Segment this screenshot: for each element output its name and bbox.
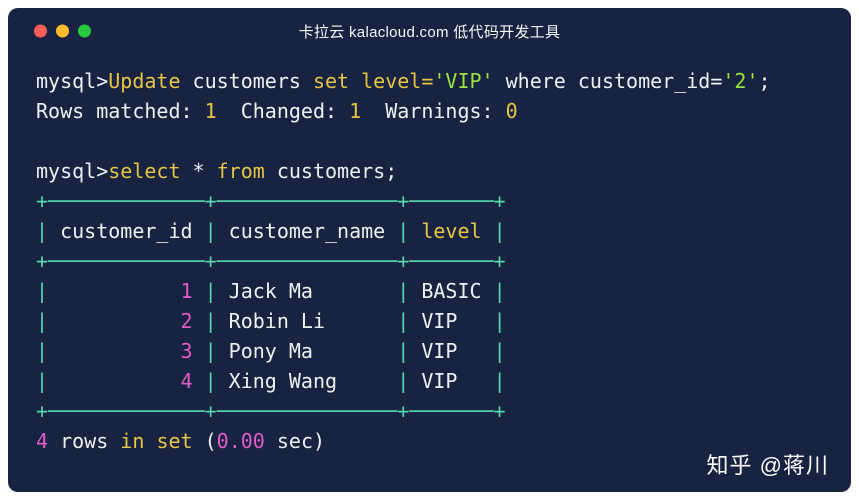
text-segment: | <box>36 219 61 243</box>
table-border: +─────────────+───────────────+───────+ <box>36 246 851 276</box>
text-segment: Pony Ma <box>216 339 398 363</box>
text-segment: 0.00 <box>216 429 265 453</box>
text-segment: level <box>421 219 482 243</box>
text-segment: rows <box>48 429 121 453</box>
blank-line <box>36 126 851 156</box>
text-segment: | <box>204 339 217 363</box>
text-segment: +─────────────+───────────────+───────+ <box>36 399 506 423</box>
text-segment: | <box>192 219 229 243</box>
text-segment: +─────────────+───────────────+───────+ <box>36 249 506 273</box>
text-segment: Changed: <box>216 99 350 123</box>
close-button[interactable] <box>34 24 47 38</box>
text-segment: 1 <box>349 99 362 123</box>
update-status-line: Rows matched: 1 Changed: 1 Warnings: 0 <box>36 96 851 126</box>
text-segment: VIP <box>409 309 494 333</box>
text-segment <box>193 309 205 333</box>
text-segment: Rows matched: <box>36 99 205 123</box>
text-segment <box>193 339 205 363</box>
text-segment: +─────────────+───────────────+───────+ <box>36 189 506 213</box>
text-segment: | <box>204 309 217 333</box>
text-segment: Jack Ma <box>216 279 398 303</box>
text-segment: mysql> <box>36 69 109 93</box>
table-row: | 2 | Robin Li | VIP | <box>36 306 851 336</box>
text-segment: Update <box>108 69 181 93</box>
text-segment: | <box>493 309 506 333</box>
window-title: 卡拉云 kalacloud.com 低代码开发工具 <box>298 23 561 41</box>
text-segment: 2 <box>48 309 193 333</box>
text-segment: | <box>397 309 410 333</box>
text-segment: customers; <box>264 159 398 183</box>
command-select: mysql>select * from customers; <box>36 156 851 186</box>
text-segment: | <box>397 369 410 393</box>
table-row: | 4 | Xing Wang | VIP | <box>36 366 851 396</box>
text-segment: where customer_id= <box>493 69 723 93</box>
text-segment: 'VIP' <box>433 69 494 93</box>
text-segment <box>144 429 156 453</box>
text-segment: customers <box>180 69 313 93</box>
text-segment: Xing Wang <box>216 369 398 393</box>
text-segment: ; <box>758 69 771 93</box>
text-segment: VIP <box>409 369 494 393</box>
text-segment: select <box>108 159 181 183</box>
text-segment: 1 <box>48 279 193 303</box>
text-segment: | <box>36 369 49 393</box>
text-segment: | <box>204 369 217 393</box>
text-segment: Robin Li <box>216 309 398 333</box>
table-border: +─────────────+───────────────+───────+ <box>36 186 851 216</box>
text-segment: 0 <box>505 99 518 123</box>
text-segment: BASIC <box>409 279 494 303</box>
text-segment: 4 <box>36 429 49 453</box>
command-update: mysql>Update customers set level='VIP' w… <box>36 66 851 96</box>
text-segment: | <box>397 339 410 363</box>
traffic-lights <box>34 24 91 38</box>
text-segment: VIP <box>409 339 494 363</box>
title-bar: 卡拉云 kalacloud.com 低代码开发工具 <box>8 8 851 54</box>
minimize-button[interactable] <box>56 24 69 38</box>
maximize-button[interactable] <box>78 24 91 38</box>
text-segment: | <box>36 279 49 303</box>
text-segment: | <box>204 279 217 303</box>
text-segment: | <box>493 339 506 363</box>
table-row: | 1 | Jack Ma | BASIC | <box>36 276 851 306</box>
text-segment: sec) <box>264 429 326 453</box>
text-segment: | <box>481 219 506 243</box>
terminal-window: 卡拉云 kalacloud.com 低代码开发工具 mysql>Update c… <box>8 8 851 492</box>
text-segment: in <box>120 429 145 453</box>
text-segment: | <box>36 309 49 333</box>
text-segment: * <box>180 159 217 183</box>
text-segment: Warnings: <box>361 99 506 123</box>
text-segment: 3 <box>48 339 193 363</box>
text-segment: customer_name <box>228 219 386 243</box>
rows-summary: 4 rows in set (0.00 sec) <box>36 426 851 456</box>
text-segment: from <box>216 159 265 183</box>
table-header: | customer_id | customer_name | level | <box>36 216 851 246</box>
text-segment: set <box>156 429 193 453</box>
text-segment: '2' <box>722 69 759 93</box>
text-segment <box>193 369 205 393</box>
text-segment: 4 <box>48 369 193 393</box>
text-segment: | <box>397 279 410 303</box>
terminal-output[interactable]: mysql>Update customers set level='VIP' w… <box>8 54 851 456</box>
text-segment: mysql> <box>36 159 109 183</box>
text-segment <box>193 279 205 303</box>
text-segment: ( <box>192 429 217 453</box>
text-segment: | <box>36 339 49 363</box>
watermark: 知乎 @蒋川 <box>706 453 829 478</box>
table-border: +─────────────+───────────────+───────+ <box>36 396 851 426</box>
text-segment: | <box>493 369 506 393</box>
text-segment: set <box>312 69 350 93</box>
text-segment: 1 <box>204 99 217 123</box>
text-segment: customer_id <box>60 219 193 243</box>
text-segment: | <box>385 219 422 243</box>
text-segment: level= <box>349 69 434 93</box>
table-row: | 3 | Pony Ma | VIP | <box>36 336 851 366</box>
text-segment: | <box>493 279 506 303</box>
